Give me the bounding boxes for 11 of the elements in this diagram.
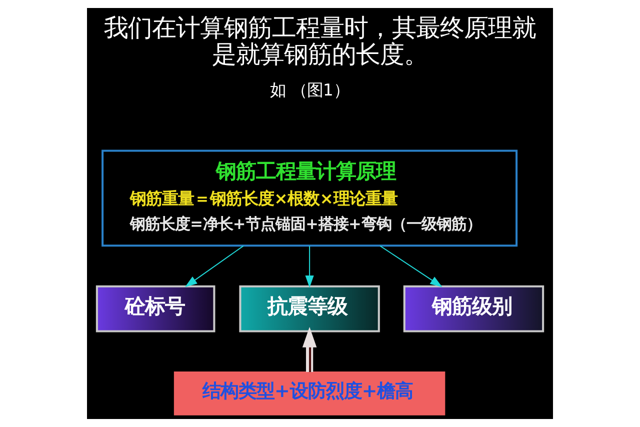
label: 如 （图1） (270, 80, 350, 100)
node-box: 砼标号 (96, 285, 216, 332)
node-box: 钢筋级别 (403, 285, 544, 332)
arrow (380, 245, 442, 288)
node-box: 抗震等级 (239, 285, 380, 332)
node-box: 结构类型+设防烈度+檐高 (174, 372, 446, 416)
arrow (302, 326, 317, 372)
arrow (305, 246, 314, 288)
node-box: 钢筋工程量计算原理 钢筋重量＝钢筋长度×根数×理论重量 钢筋长度=净长+节点锚固+搭接+弯钩（一级钢筋） (102, 150, 518, 247)
arrow (184, 245, 244, 288)
diagram-title: 我们在计算钢筋工程量时，其最终原理就是就算钢筋的长度。 (104, 12, 536, 68)
